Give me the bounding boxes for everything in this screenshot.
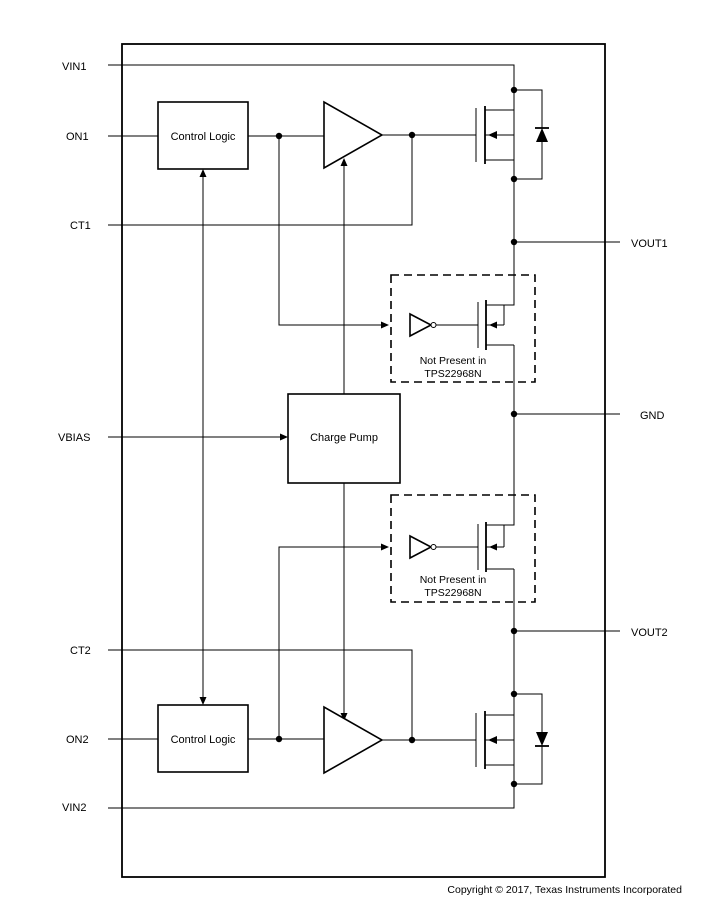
arrowhead: [280, 433, 288, 441]
arrowhead: [199, 697, 207, 705]
arrowhead: [199, 169, 207, 177]
discharge-2-optional-box: [390, 494, 536, 603]
discharge-2-inverter: [409, 534, 433, 560]
discharge1-drain-wire: [504, 242, 515, 306]
discharge-2-note-line1: Not Present in: [420, 574, 487, 586]
gate-driver-2: [323, 705, 384, 775]
arrowhead: [340, 158, 348, 166]
ct1-wire: [108, 135, 413, 226]
pin-label-vin1: VIN1: [62, 61, 86, 73]
control-logic-1-block: [157, 101, 249, 170]
discharge-1-note-line1: Not Present in: [420, 355, 487, 367]
vin2-wire: [108, 784, 515, 809]
discharge-1-inverter: [409, 312, 433, 338]
pin-label-ct2: CT2: [70, 645, 91, 657]
body-diode-1-wire: [514, 89, 543, 180]
charge-pump-label: Charge Pump: [310, 432, 378, 444]
discharge2-control-wire: [278, 546, 384, 739]
chip-outline: [121, 43, 606, 878]
control-logic-1-label: Control Logic: [171, 131, 236, 143]
arrowhead: [340, 713, 348, 721]
junction-dot: [408, 736, 416, 744]
pin-label-vout1: VOUT1: [631, 238, 668, 250]
gate-driver-1: [323, 100, 384, 170]
body-diode-2-wire: [514, 693, 543, 785]
fet1-body-arrow: [488, 131, 497, 139]
arrowhead: [381, 543, 389, 551]
pin-label-vout2: VOUT2: [631, 627, 668, 639]
body-diode-1: [536, 128, 548, 142]
pin-label-on2: ON2: [66, 734, 89, 746]
arrowhead: [381, 321, 389, 329]
control-logic-2-block: [157, 704, 249, 773]
discharge1-fet-arrow: [489, 321, 497, 329]
vin1-wire: [108, 64, 515, 90]
discharge-2-note-line2: TPS22968N: [424, 587, 481, 599]
pin-label-vin2: VIN2: [62, 802, 86, 814]
body-diode-2: [536, 732, 548, 746]
fet2-body-arrow: [488, 736, 497, 744]
inverter-bubble: [430, 322, 437, 328]
discharge2-fet-arrow: [489, 543, 497, 551]
junction-dot: [275, 735, 283, 743]
pin-label-on1: ON1: [66, 131, 89, 143]
discharge2-source-wire: [504, 495, 515, 526]
pin-label-vbias: VBIAS: [58, 432, 90, 444]
inverter-bubble: [430, 544, 437, 550]
control-logic-2-label: Control Logic: [171, 734, 236, 746]
discharge-1-note-line2: TPS22968N: [424, 368, 481, 380]
discharge1-control-wire: [278, 136, 384, 326]
pin-label-gnd: GND: [640, 410, 665, 422]
discharge-1-optional-box: [390, 274, 536, 383]
ct2-wire: [108, 649, 413, 739]
junction-dot: [510, 410, 518, 418]
pin-label-ct1: CT1: [70, 220, 91, 232]
copyright-notice: Copyright © 2017, Texas Instruments Inco…: [447, 884, 682, 896]
